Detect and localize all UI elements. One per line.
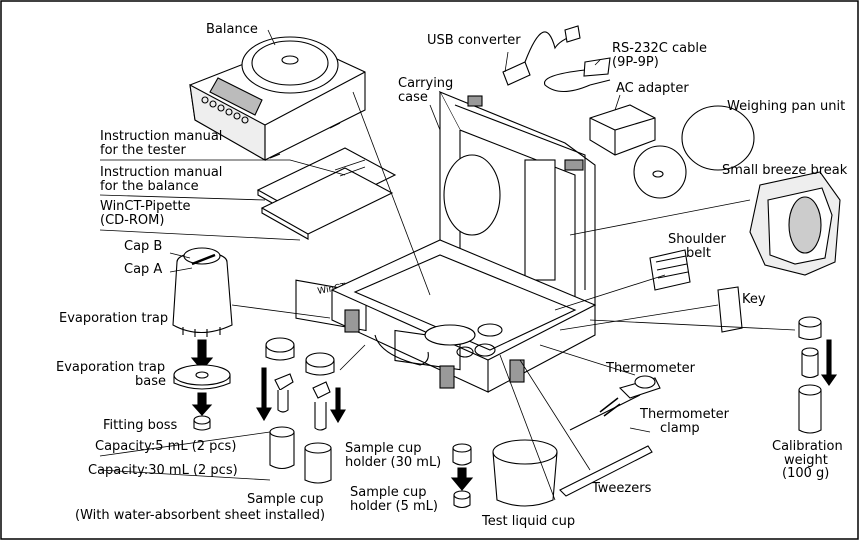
label-capacity-5: Capacity:5 mL (2 pcs): [95, 439, 237, 454]
label-calibration-weight-2: weight: [784, 453, 828, 468]
label-calibration-weight-1: Calibration: [772, 439, 843, 454]
label-sample-cup-1: Sample cup: [247, 492, 324, 507]
label-manual-balance-1: Instruction manual: [100, 165, 223, 180]
label-carrying-case-2: case: [398, 90, 428, 105]
small-breeze-break-illustration: [749, 171, 841, 276]
label-shoulder-belt-1: Shoulder: [668, 232, 726, 247]
label-weighing-pan-unit: Weighing pan unit: [727, 99, 846, 114]
carrying-case-illustration: [330, 90, 597, 393]
label-capacity-30: Capacity:30 mL (2 pcs): [88, 463, 238, 478]
label-fitting-boss: Fitting boss: [103, 418, 178, 433]
label-small-breeze-break: Small breeze break: [722, 163, 848, 178]
label-evaporation-trap: Evaporation trap: [59, 311, 169, 326]
label-tweezers: Tweezers: [592, 481, 652, 496]
pan-support-illustration: [633, 145, 687, 199]
label-cap-a: Cap A: [124, 262, 163, 277]
label-usb-converter: USB converter: [427, 33, 521, 48]
key-illustration: [717, 286, 743, 333]
label-manual-tester-1: Instruction manual: [100, 129, 223, 144]
label-rs232c-cable-2: (9P-9P): [612, 55, 659, 70]
label-balance: Balance: [206, 22, 258, 37]
rs232c-cable-illustration: [543, 57, 611, 93]
sample-cup-holders-illustration: [450, 443, 474, 509]
label-thermometer: Thermometer: [606, 361, 696, 376]
label-sample-cup-holder-30-1: Sample cup: [345, 441, 422, 456]
evaporation-trap-illustration: [172, 247, 233, 431]
sample-cups-illustration: [256, 337, 346, 484]
shoulder-belt-illustration: [649, 249, 691, 291]
label-manual-tester-2: for the tester: [100, 143, 186, 158]
label-thermometer-clamp-2: clamp: [660, 421, 700, 436]
label-cap-b: Cap B: [124, 239, 163, 254]
label-winct-2: (CD-ROM): [100, 213, 165, 228]
label-sample-cup-holder-5-2: holder (5 mL): [350, 499, 438, 514]
tweezers-illustration: [559, 445, 653, 497]
balance-illustration: [189, 36, 366, 161]
usb-converter-illustration: [502, 25, 581, 86]
thermometer-illustration: [569, 375, 661, 431]
calibration-weight-illustration: [798, 316, 838, 434]
label-calibration-weight-3: (100 g): [782, 466, 830, 481]
label-sample-cup-holder-5-1: Sample cup: [350, 485, 427, 500]
label-evap-trap-base-2: base: [135, 374, 166, 389]
label-ac-adapter: AC adapter: [616, 81, 689, 96]
label-winct-1: WinCT-Pipette: [100, 199, 191, 214]
weighing-pan-illustration: [681, 105, 755, 171]
label-carrying-case-1: Carrying: [398, 76, 454, 91]
label-manual-balance-2: for the balance: [100, 179, 199, 194]
test-liquid-cup-illustration: [492, 439, 558, 507]
label-shoulder-belt-2: belt: [686, 246, 711, 261]
label-test-liquid-cup: Test liquid cup: [482, 514, 576, 529]
label-rs232c-cable-1: RS-232C cable: [612, 41, 707, 56]
leader-lines: [99, 29, 796, 501]
ac-adapter-illustration: [589, 104, 656, 156]
label-key: Key: [742, 292, 766, 307]
label-sample-cup-2: (With water-absorbent sheet installed): [75, 508, 326, 523]
label-evap-trap-base-1: Evaporation trap: [56, 360, 166, 375]
label-thermometer-clamp-1: Thermometer: [640, 407, 730, 422]
label-sample-cup-holder-30-2: holder (30 mL): [345, 455, 442, 470]
